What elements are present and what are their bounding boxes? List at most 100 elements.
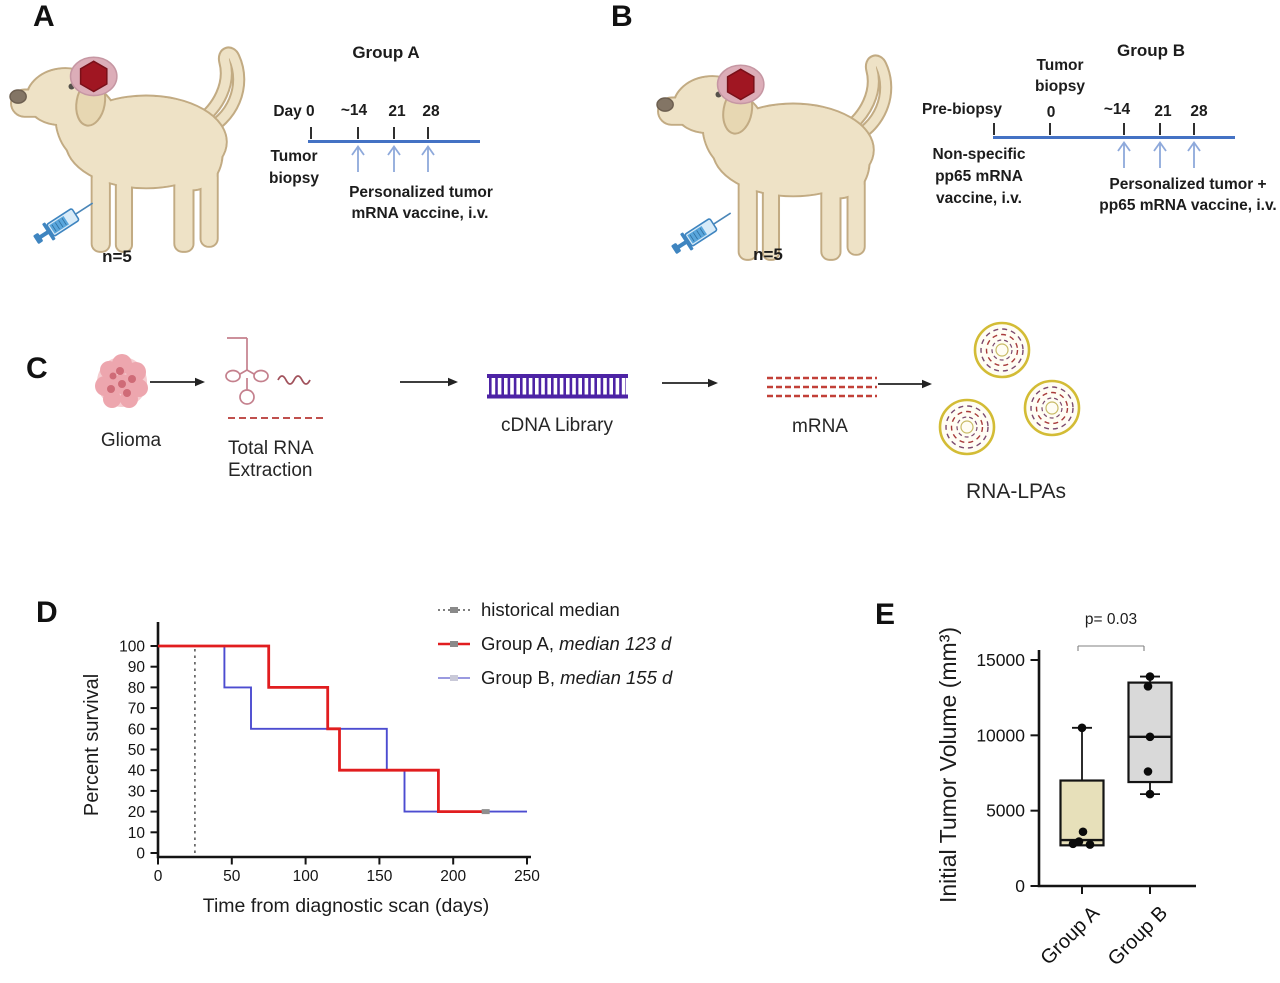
km-censor-mark bbox=[481, 809, 490, 815]
rna-lpa-label: RNA-LPAs bbox=[966, 480, 1066, 503]
trna-icon bbox=[225, 337, 269, 405]
survival-xlabel: Time from diagnostic scan (days) bbox=[202, 895, 490, 917]
mrna-icon bbox=[767, 376, 877, 398]
box-group-group-a bbox=[1059, 723, 1105, 894]
timeline-a-line bbox=[308, 140, 480, 143]
km-ytick-label: 90 bbox=[128, 659, 146, 676]
legend-row-group-b: Group B, median 155 d bbox=[437, 666, 672, 690]
flow-arrow-icon bbox=[662, 378, 718, 388]
boxplot-ylabel: Initial Tumor Volume (mm³) bbox=[935, 626, 961, 904]
survival-legend: historical median Group A, median 123 d … bbox=[437, 598, 672, 700]
glioma-icon bbox=[95, 354, 148, 408]
panel-a-title: Group A bbox=[352, 43, 420, 62]
timeline-b-day14-label: ~14 bbox=[1103, 101, 1131, 118]
injection-arrow-icon bbox=[351, 145, 365, 173]
box-axes bbox=[1030, 650, 1196, 888]
box-ytick-label: 5000 bbox=[986, 801, 1025, 821]
legend-label: Group B, median 155 d bbox=[481, 667, 672, 689]
box-datapoint bbox=[1145, 789, 1155, 799]
timeline-a-day14-label: ~14 bbox=[340, 102, 368, 119]
box-datapoint bbox=[1145, 732, 1155, 742]
timeline-b-prebiopsy-label: Pre-biopsy bbox=[921, 101, 1003, 118]
legend-label-text: Group B, bbox=[481, 667, 556, 688]
timeline-b-tick-0 bbox=[1049, 123, 1051, 135]
timeline-a-day21-label: 21 bbox=[388, 103, 406, 120]
box-datapoint bbox=[1068, 839, 1078, 849]
cdna-library-label: cDNA Library bbox=[501, 415, 613, 436]
km-xtick-label: 250 bbox=[514, 868, 540, 885]
box-ytick-label: 0 bbox=[1015, 876, 1025, 896]
box-datapoint bbox=[1145, 672, 1155, 681]
panel-c-letter: C bbox=[26, 352, 48, 385]
timeline-b-day0-label: 0 bbox=[1046, 104, 1056, 121]
km-xtick-label: 50 bbox=[223, 868, 241, 885]
rna-squiggle-icon bbox=[277, 375, 311, 385]
timeline-b-tick-14 bbox=[1123, 123, 1125, 135]
total-rna-label-line1: Total RNA bbox=[228, 438, 314, 459]
flow-arrow-icon bbox=[878, 379, 932, 389]
timeline-b-day28-label: 28 bbox=[1190, 103, 1208, 120]
historical-median-swatch-icon bbox=[438, 607, 470, 613]
timeline-a-biopsy-line2: biopsy bbox=[269, 170, 319, 187]
timeline-b-biopsy-line2: biopsy bbox=[1035, 78, 1085, 95]
legend-median-text: median 155 d bbox=[555, 667, 673, 688]
timeline-a-treatment-line2: mRNA vaccine, i.v. bbox=[351, 205, 489, 222]
timeline-b-nonspec-line1: Non-specific bbox=[932, 146, 1026, 163]
km-ytick-label: 70 bbox=[128, 701, 146, 718]
survival-ylabel: Percent survival bbox=[81, 673, 103, 817]
timeline-b-tick-28 bbox=[1193, 123, 1195, 135]
panel-b-n-label: n=5 bbox=[753, 245, 783, 264]
panel-b-title: Group B bbox=[1117, 41, 1185, 60]
panel-a-letter: A bbox=[33, 0, 55, 33]
timeline-b-nonspec-line3: vaccine, i.v. bbox=[936, 190, 1022, 207]
box-datapoint bbox=[1143, 682, 1153, 691]
box-datapoint bbox=[1085, 840, 1095, 849]
timeline-b-treatment-line2: pp65 mRNA vaccine, i.v. bbox=[1099, 197, 1277, 214]
timeline-a-day0-label: Day 0 bbox=[273, 103, 315, 120]
box-ytick-label: 15000 bbox=[976, 650, 1025, 670]
km-ytick-label: 80 bbox=[128, 680, 146, 697]
cdna-library-icon bbox=[487, 374, 628, 399]
timeline-b-biopsy-line1: Tumor bbox=[1036, 57, 1084, 74]
timeline-a-treatment-line1: Personalized tumor bbox=[349, 184, 493, 201]
injection-arrow-icon bbox=[387, 145, 401, 173]
box-datapoint bbox=[1078, 827, 1088, 837]
km-xtick-label: 100 bbox=[293, 868, 319, 885]
total-rna-label-line2: Extraction bbox=[228, 460, 313, 481]
significance-bracket bbox=[1077, 645, 1145, 651]
km-ytick-label: 60 bbox=[128, 721, 146, 738]
timeline-b-tick-pre bbox=[993, 123, 995, 135]
km-series-group-a bbox=[158, 644, 486, 813]
box-datapoint bbox=[1143, 767, 1153, 776]
injection-arrow-icon bbox=[1117, 141, 1131, 169]
box-rect bbox=[1059, 779, 1105, 847]
box-group-group-b bbox=[1127, 672, 1173, 894]
mrna-label: mRNA bbox=[792, 416, 848, 437]
group-b-swatch-icon bbox=[438, 675, 470, 681]
legend-median-text: median 123 d bbox=[554, 633, 672, 654]
injection-arrow-icon bbox=[421, 145, 435, 173]
glioma-label: Glioma bbox=[100, 430, 162, 451]
group-a-swatch-icon bbox=[438, 641, 470, 647]
box-datapoint bbox=[1077, 723, 1087, 733]
panel-d-letter: D bbox=[36, 596, 58, 629]
panel-a-n-label: n=5 bbox=[102, 247, 132, 266]
p-value-label: p= 0.03 bbox=[1084, 611, 1138, 628]
timeline-b-line bbox=[993, 136, 1235, 139]
flow-arrow-icon bbox=[150, 377, 205, 387]
rna-lpa-icon bbox=[938, 321, 1081, 456]
panel-c-artwork bbox=[95, 321, 1081, 456]
legend-row-group-a: Group A, median 123 d bbox=[437, 632, 672, 656]
timeline-b-treatment-line1: Personalized tumor + bbox=[1109, 176, 1267, 193]
flow-arrow-icon bbox=[400, 377, 458, 387]
panel-b-letter: B bbox=[611, 0, 633, 33]
box-rect bbox=[1127, 681, 1173, 784]
timeline-b-nonspec-line2: pp65 mRNA bbox=[935, 168, 1023, 185]
timeline-b-day21-label: 21 bbox=[1154, 103, 1172, 120]
km-series-group-b bbox=[158, 645, 527, 813]
km-ytick-label: 0 bbox=[136, 846, 145, 863]
timeline-a-day28-label: 28 bbox=[422, 103, 440, 120]
